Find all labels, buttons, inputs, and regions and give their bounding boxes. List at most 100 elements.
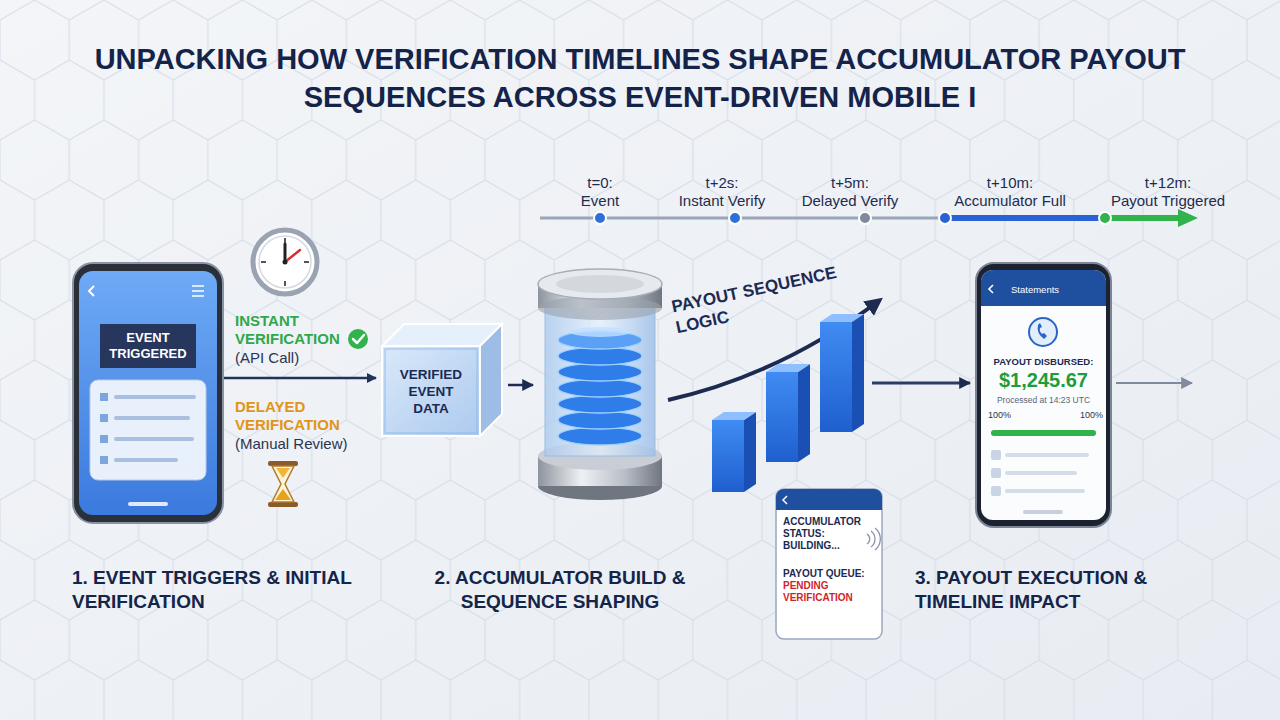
status-card-shape (783, 496, 787, 504)
timeline (939, 212, 951, 224)
payout-phone-shape (991, 430, 1096, 436)
status-card-shape (776, 489, 882, 639)
accumulator-cylinder (558, 331, 642, 445)
status-card: ACCUMULATOR STATUS: BUILDING...PAYOUT QU… (775, 488, 883, 640)
payout-phone-shape (1038, 323, 1047, 339)
bar-chart (712, 314, 864, 492)
flow-connector (224, 377, 376, 380)
verification-method: (Manual Review) (235, 435, 375, 453)
verified-data-cube-shape (480, 324, 502, 436)
verified-data-cube: VERIFIED EVENT DATA (376, 316, 506, 440)
stage-caption: 3. PAYOUT EXECUTION & TIMELINE IMPACT (915, 566, 1180, 614)
payout-phone-shape (1007, 489, 1083, 493)
verification-method: (API Call) (235, 349, 375, 367)
clock-icon (284, 281, 286, 286)
clock-icon (261, 261, 266, 263)
payout-phone-shape (981, 270, 1106, 306)
payout-phone-shape (1023, 510, 1063, 514)
check-icon (353, 335, 364, 343)
event-phone-shape (116, 395, 194, 399)
timeline (945, 215, 1105, 221)
flow-arrow (1116, 382, 1192, 384)
event-phone-shape (89, 286, 94, 296)
timeline (1099, 212, 1111, 224)
title-text: UNPACKING HOW VERIFICATION TIMELINES SHA… (90, 40, 1190, 116)
event-phone-shape (116, 416, 188, 420)
event-phone-shape (116, 458, 176, 462)
payout-timestamp: Processed at 14:23 UTC (981, 395, 1106, 406)
check-icon (348, 329, 368, 349)
payout-phone: StatementsPAYOUT DISBURSED:$1,245.67Proc… (975, 262, 1112, 528)
bar-chart (712, 412, 756, 420)
verified-data-cube-shape (385, 349, 477, 433)
event-phone-shape (79, 271, 217, 515)
payout-heading: PAYOUT DISBURSED: (981, 356, 1106, 368)
clock-icon (285, 250, 300, 262)
time-label: t=0: (535, 174, 665, 192)
bar-chart (798, 364, 810, 462)
hourglass-icon (276, 468, 290, 478)
bar-chart (712, 420, 744, 492)
clock-icon (304, 261, 309, 263)
timeline-step: Instant Verify (657, 192, 787, 210)
hourglass-icon (275, 489, 291, 500)
timeline (594, 212, 606, 224)
pending-text: PENDING VERIFICATION (783, 580, 879, 604)
event-phone-shape (72, 262, 224, 524)
event-badge: EVENT TRIGGERED (100, 324, 196, 368)
accumulator-cylinder (570, 327, 630, 337)
timeline (729, 212, 741, 224)
payout-phone-shape (1007, 471, 1075, 475)
stage-caption: 2. ACCUMULATOR BUILD & SEQUENCE SHAPING (415, 566, 705, 614)
accumulator-cylinder (538, 269, 662, 299)
event-phone-shape (100, 414, 108, 422)
event-phone-shape (116, 437, 192, 441)
bar-chart (744, 412, 756, 492)
timeline-step: Payout Triggered (1103, 192, 1233, 210)
progress-value: 100% (988, 410, 1018, 421)
status-card-shape (776, 489, 882, 510)
event-phone-shape (192, 286, 204, 296)
bar-chart (766, 364, 810, 372)
stage-caption: 1. EVENT TRIGGERS & INITIAL VERIFICATION (72, 566, 362, 614)
event-phone-shape (128, 502, 168, 506)
clock-icon (253, 230, 317, 294)
time-label: t+2s: (657, 174, 787, 192)
time-label: t+5m: (785, 174, 915, 192)
payout-phone-shape (991, 468, 1001, 478)
status-card-shape (867, 528, 880, 550)
bar-chart (820, 322, 852, 432)
accumulator-cylinder (556, 275, 644, 293)
hourglass-icon (268, 461, 298, 507)
status-text: ACCUMULATOR STATUS: BUILDING... (783, 516, 871, 552)
app-header: Statements (1011, 284, 1106, 296)
payout-phone-shape (991, 450, 1001, 460)
hourglass-icon (272, 466, 294, 502)
cube-to-accumulator-arrow (508, 384, 533, 387)
cube-label: VERIFIED EVENT DATA (391, 366, 471, 417)
progress-value: 100% (1080, 410, 1110, 421)
clock-icon (253, 230, 317, 294)
payout-amount: $1,245.67 (981, 368, 1106, 392)
event-phone-shape (90, 380, 206, 480)
bar-chart (766, 372, 798, 462)
clock-icon (284, 238, 286, 243)
flow-arrow (872, 382, 970, 385)
check-icon (348, 329, 368, 349)
verified-data-cube-shape (382, 346, 480, 436)
payout-phone-shape (989, 285, 993, 293)
event-phone: EVENT TRIGGERED (72, 262, 224, 524)
clock-icon (259, 236, 311, 288)
timeline (859, 212, 871, 224)
verification-mode: INSTANT VERIFICATION (235, 312, 370, 348)
timeline (1105, 215, 1180, 221)
payout-phone-shape (991, 486, 1001, 496)
event-phone-shape (100, 456, 108, 464)
time-label: t+12m: (1103, 174, 1233, 192)
payout-phone-shape (981, 270, 1106, 520)
payout-phone-shape (991, 430, 1096, 436)
timeline-step: Event (535, 192, 665, 210)
timeline-step: Delayed Verify (785, 192, 915, 210)
